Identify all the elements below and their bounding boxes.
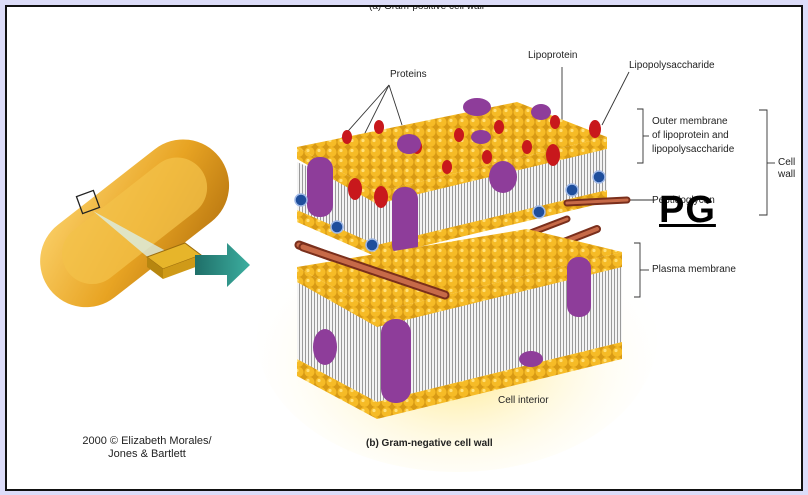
copyright-line2: Jones & Bartlett (62, 448, 232, 461)
pg-overlay-label: PG (659, 190, 716, 230)
copyright-line1: 2000 © Elizabeth Morales/ (62, 435, 232, 448)
zoom-arrow (195, 243, 250, 287)
cell-interior-label: Cell interior (498, 395, 549, 407)
diagram-panel: (a) Gram-positive cell wall Proteins Lip… (5, 5, 803, 491)
bacterium-cell (22, 121, 248, 326)
outer-membrane-label-line3: lipopolysaccharide (652, 144, 734, 156)
outer-membrane-label-line2: of lipoprotein and (652, 130, 729, 142)
lipopolysaccharide-label: Lipopolysaccharide (629, 60, 715, 72)
outer-membrane-label-line1: Outer membrane (652, 116, 728, 128)
copyright-credit: 2000 © Elizabeth Morales/ Jones & Bartle… (62, 435, 232, 461)
top-glow (337, 7, 567, 47)
lipoprotein-label: Lipoprotein (528, 50, 577, 62)
figure-caption: (b) Gram-negative cell wall (366, 438, 493, 450)
cell-wall-label-line2: wall (778, 169, 795, 181)
cell-wall-label-line1: Cell (778, 157, 795, 169)
proteins-label: Proteins (390, 69, 427, 81)
top-caption: (a) Gram-positive cell wall (369, 5, 484, 13)
plasma-membrane-label: Plasma membrane (652, 264, 736, 276)
